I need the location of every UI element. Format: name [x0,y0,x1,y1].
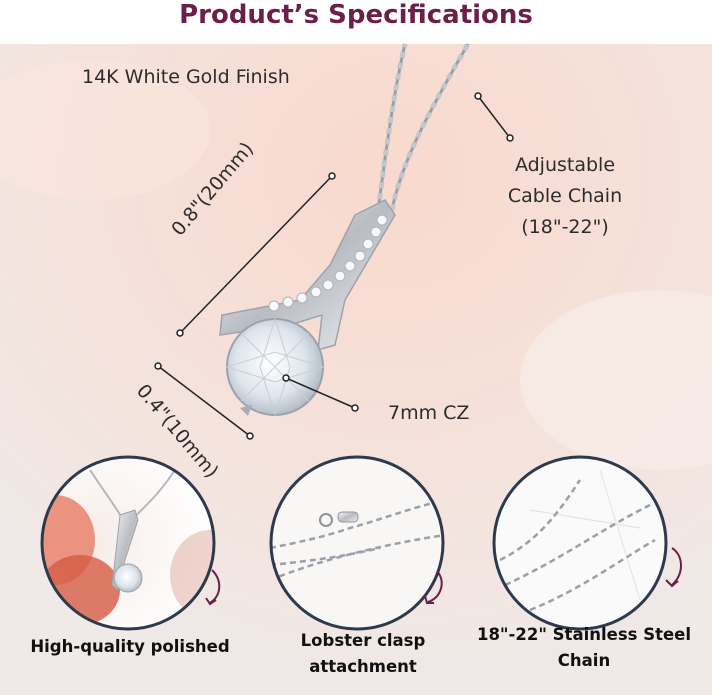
caption-line: Chain [557,651,611,670]
pendant-graphic [219,199,396,417]
caption-line: Lobster clasp [300,631,426,650]
feature-image-polished [40,455,221,631]
chain-label: Adjustable Cable Chain (18"-22") [490,150,640,243]
finish-label: 14K White Gold Finish [82,66,290,88]
page-title: Product’s Specifications [179,0,533,30]
caption-line: 18"-22" Stainless Steel [476,625,692,644]
feature-image-chain [492,455,682,631]
chain-label-line: Cable Chain [507,185,623,207]
chain-label-line: (18"-22") [521,216,609,238]
chain-label-line: Adjustable [514,154,616,176]
stone-label: 7mm CZ [388,402,470,424]
feature-caption-chain: 18"-22" Stainless Steel Chain [468,622,700,674]
caption-line: High-quality polished [30,637,230,656]
dimension-lines [157,95,511,437]
feature-caption-clasp: Lobster clasp attachment [268,628,458,680]
caption-line: attachment [309,657,417,676]
feature-image-clasp [269,455,445,631]
feature-caption-polished: High-quality polished [10,634,250,660]
